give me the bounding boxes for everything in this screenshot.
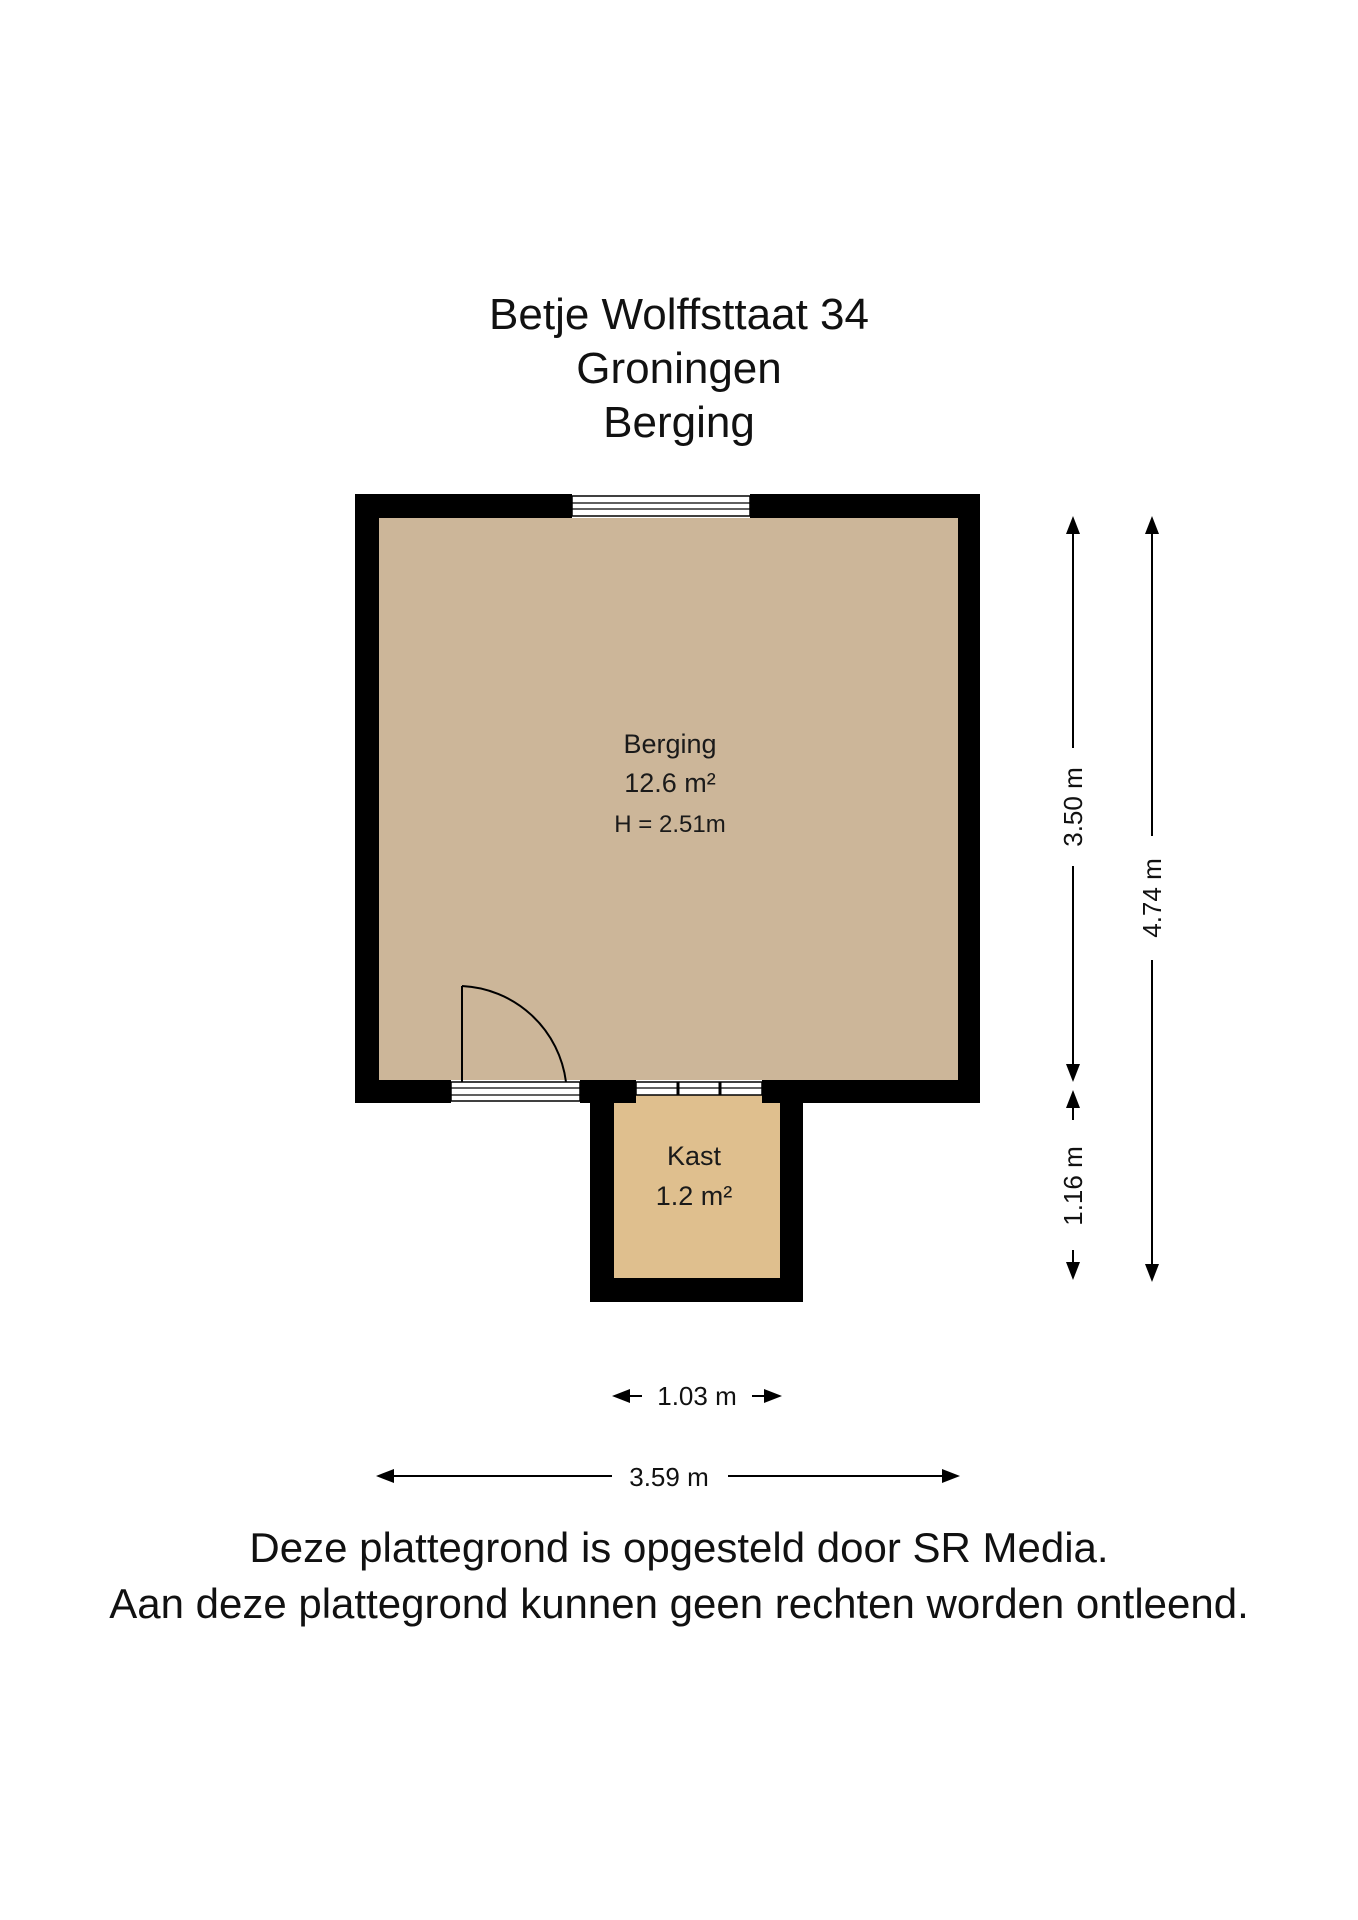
wall-bottom-right [762, 1080, 980, 1103]
dimension-label-4-74: 4.74 m [1137, 858, 1167, 938]
door-swing [461, 985, 567, 1083]
wall-top-left [355, 494, 572, 518]
arrow-down-icon [1066, 1262, 1080, 1280]
wall-right [958, 494, 980, 1103]
arrow-up-icon [1066, 516, 1080, 534]
wall-bottom-left [355, 1080, 451, 1103]
kast-wall-bottom [590, 1278, 803, 1302]
kast-wall-right [780, 1094, 803, 1302]
berging-room-area: 12.6 m² [624, 768, 716, 798]
arrow-right-icon [942, 1469, 960, 1483]
kast-room-name: Kast [667, 1141, 722, 1171]
footer-credit: Deze plattegrond is opgesteld door SR Me… [249, 1524, 1109, 1571]
address-line: Betje Wolffsttaat 34 [489, 290, 869, 339]
kast-wall-left [590, 1080, 614, 1302]
arrow-left-icon [376, 1469, 394, 1483]
arrow-left-icon [612, 1389, 630, 1403]
berging-room-height: H = 2.51m [614, 811, 725, 838]
door-threshold [450, 1081, 581, 1102]
plan-footer: Deze plattegrond is opgesteld door SR Me… [0, 1520, 1358, 1632]
kast-floor [614, 1094, 780, 1278]
berging-room-name: Berging [623, 729, 716, 759]
footer-disclaimer: Aan deze plattegrond kunnen geen rechten… [109, 1580, 1249, 1627]
window-top [571, 495, 751, 517]
plan-title: Berging [603, 398, 755, 447]
walls [355, 494, 980, 1302]
dimension-label-1-03: 1.03 m [657, 1381, 737, 1411]
dimension-label-3-59: 3.59 m [629, 1462, 709, 1492]
arrow-down-icon [1066, 1064, 1080, 1082]
arrow-up-icon [1145, 516, 1159, 534]
arrow-up-icon [1066, 1090, 1080, 1108]
arrow-down-icon [1145, 1264, 1159, 1282]
city-line: Groningen [576, 344, 782, 393]
wall-top-right [750, 494, 980, 518]
arrow-right-icon [764, 1389, 782, 1403]
wall-left [355, 494, 379, 1103]
kast-room-area: 1.2 m² [656, 1181, 733, 1211]
dimension-label-1-16: 1.16 m [1058, 1146, 1088, 1226]
kast-opening [635, 1081, 763, 1096]
berging-floor [379, 518, 958, 1080]
plan-header: Betje Wolffsttaat 34 Groningen Berging [0, 288, 1358, 450]
dimension-label-3-50: 3.50 m [1058, 767, 1088, 847]
